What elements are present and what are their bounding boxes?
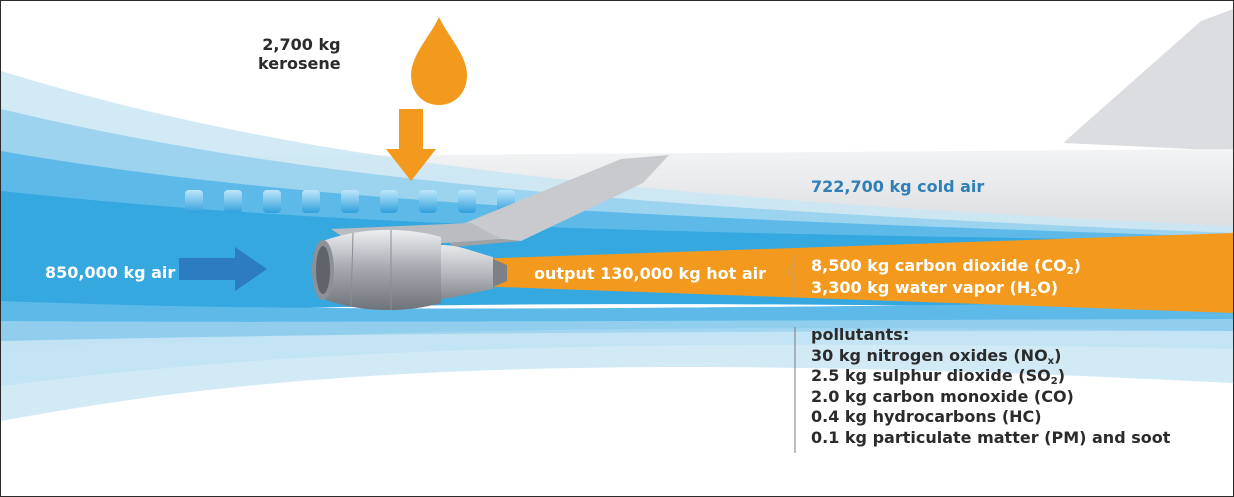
pm-row: 0.1 kg particulate matter (PM) and soot (811, 427, 1171, 447)
hot-air-label: output 130,000 kg hot air (534, 264, 766, 283)
jet-engine-icon (312, 229, 507, 311)
co2-row: 8,500 kg carbon dioxide (CO2) (811, 256, 1081, 277)
pollutants-heading: pollutants: (811, 325, 910, 344)
pollutants-list: pollutants: 30 kg nitrogen oxides (NOx) … (811, 325, 1170, 449)
hot-air-plume (471, 233, 1233, 313)
so2-row: 2.5 kg sulphur dioxide (SO2) (811, 366, 1065, 388)
fuel-drop-icon (411, 17, 467, 105)
kerosene-amount: 2,700 kg (262, 35, 341, 54)
cold-air-label: 722,700 kg cold air (811, 177, 985, 196)
exhaust-brace (786, 255, 796, 297)
cabin-windows (185, 190, 515, 213)
exhaust-list: 8,500 kg carbon dioxide (CO2) 3,300 kg w… (811, 255, 1081, 299)
kerosene-name: kerosene (258, 54, 341, 73)
kerosene-label: 2,700 kg kerosene (258, 35, 341, 73)
down-arrow-icon (386, 109, 436, 181)
co-row: 2.0 kg carbon monoxide (CO) (811, 386, 1074, 406)
tail-fin (1063, 9, 1233, 151)
hot-air-prefix: output (534, 264, 595, 283)
h2o-row: 3,300 kg water vapor (H2O) (811, 278, 1059, 299)
wing (441, 155, 669, 241)
airstream-bottom-band-1 (1, 331, 1233, 421)
intake-arrow-icon (179, 247, 267, 291)
nox-row: 30 kg nitrogen oxides (NOx) (811, 345, 1062, 367)
hc-row: 0.4 kg hydrocarbons (HC) (811, 407, 1042, 427)
input-air-label: 850,000 kg air (45, 263, 176, 282)
hot-air-amount: 130,000 kg hot air (600, 264, 766, 283)
